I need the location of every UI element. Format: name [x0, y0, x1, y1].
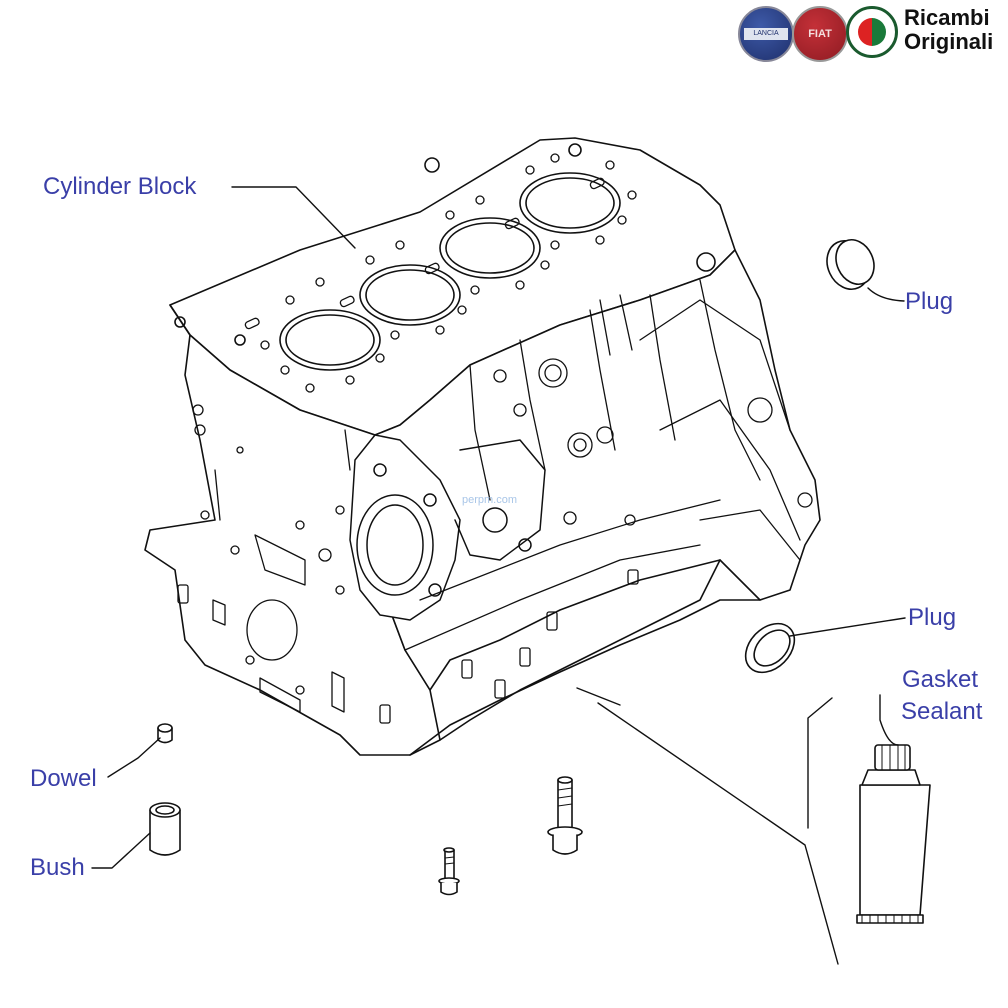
alfa-romeo-emblem-icon	[858, 18, 886, 46]
bush-drawing	[149, 802, 181, 856]
leader-lines	[91, 186, 906, 965]
label-bush: Bush	[30, 854, 85, 881]
label-plug-upper: Plug	[905, 288, 954, 315]
lancia-logo-text: LANCIA	[744, 28, 788, 40]
label-cylinder-block: Cylinder Block	[43, 173, 197, 200]
bolt-small-drawing	[438, 847, 460, 896]
brand-line2: Originali	[904, 29, 994, 54]
lancia-logo: LANCIA	[738, 6, 794, 62]
fiat-logo-text: FIAT	[808, 28, 832, 40]
dowel-drawing	[157, 723, 173, 744]
cylinder-block-drawing	[144, 137, 821, 756]
label-plug-lower: Plug	[908, 604, 957, 631]
plug-lower-drawing	[744, 622, 796, 674]
bolt-large-drawing	[547, 776, 583, 855]
alfa-romeo-logo	[846, 6, 898, 58]
label-gasket: Gasket	[902, 666, 979, 693]
watermark: perpm.com	[462, 494, 518, 506]
brand-line1: Ricambi	[904, 5, 990, 30]
brand-text: Ricambi Originali	[904, 6, 993, 54]
plug-upper-drawing	[826, 239, 875, 290]
gasket-sealant-drawing	[856, 744, 931, 924]
label-dowel: Dowel	[30, 765, 97, 792]
label-sealant: Sealant	[901, 698, 983, 725]
